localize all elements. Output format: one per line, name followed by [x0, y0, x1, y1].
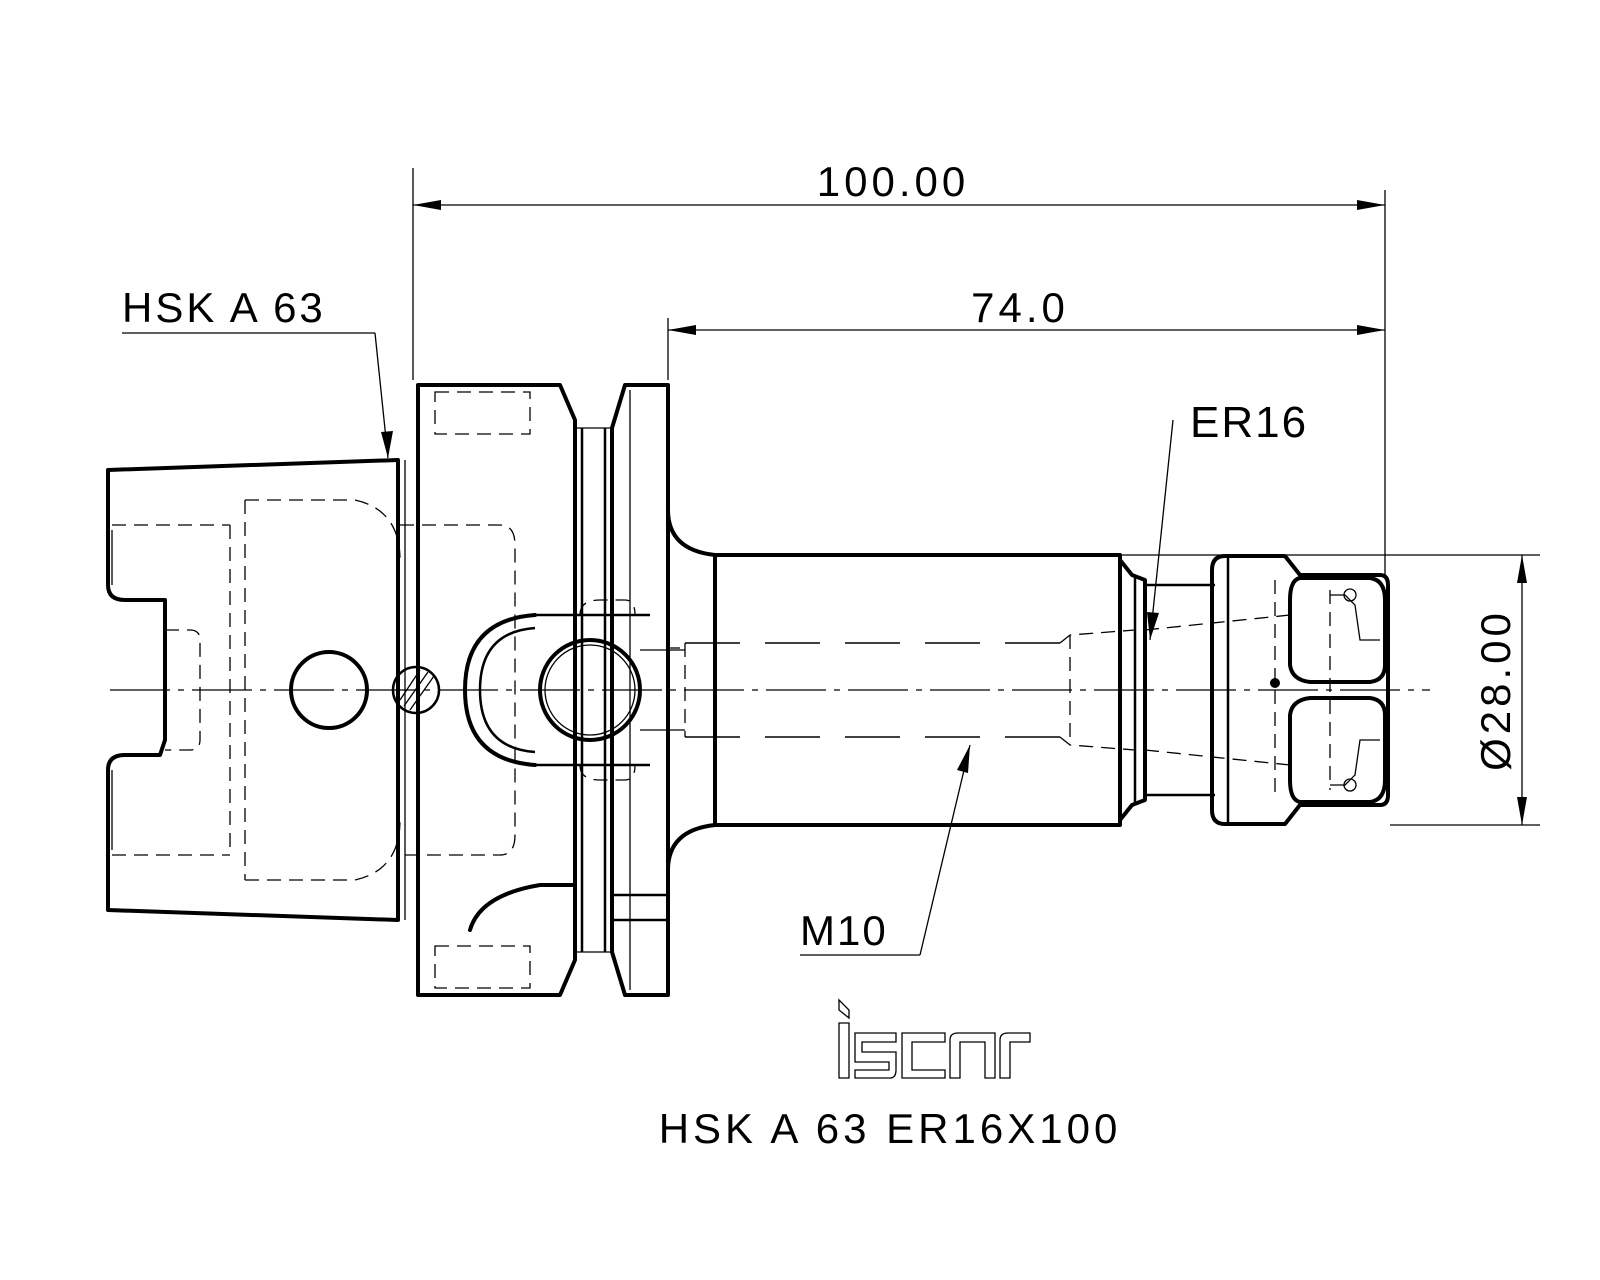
collet-nut: [1210, 554, 1390, 826]
callout-thread: M10: [800, 744, 971, 956]
part-designation: HSK A 63 ER16X100: [659, 1105, 1122, 1152]
body-cylinder: [640, 553, 1136, 827]
dimension-diameter-label: Ø28.00: [1472, 609, 1519, 771]
iscar-logo: iscar: [838, 998, 1031, 1079]
dimension-projection-length: 74.0: [667, 284, 1385, 380]
dimension-diameter: Ø28.00: [1120, 554, 1540, 826]
callout-thread-label: M10: [800, 907, 888, 954]
flange: [400, 383, 670, 997]
collet-seat: [1118, 558, 1291, 822]
dimension-overall-length: 100.00: [412, 158, 1386, 575]
dimension-projection-length-label: 74.0: [971, 284, 1069, 331]
neck: [666, 508, 717, 872]
callout-shank: HSK A 63: [122, 284, 393, 459]
callout-collet: ER16: [1147, 398, 1308, 641]
callout-shank-label: HSK A 63: [122, 284, 326, 331]
callout-collet-label: ER16: [1190, 398, 1308, 447]
dimension-overall-length-label: 100.00: [817, 158, 969, 205]
